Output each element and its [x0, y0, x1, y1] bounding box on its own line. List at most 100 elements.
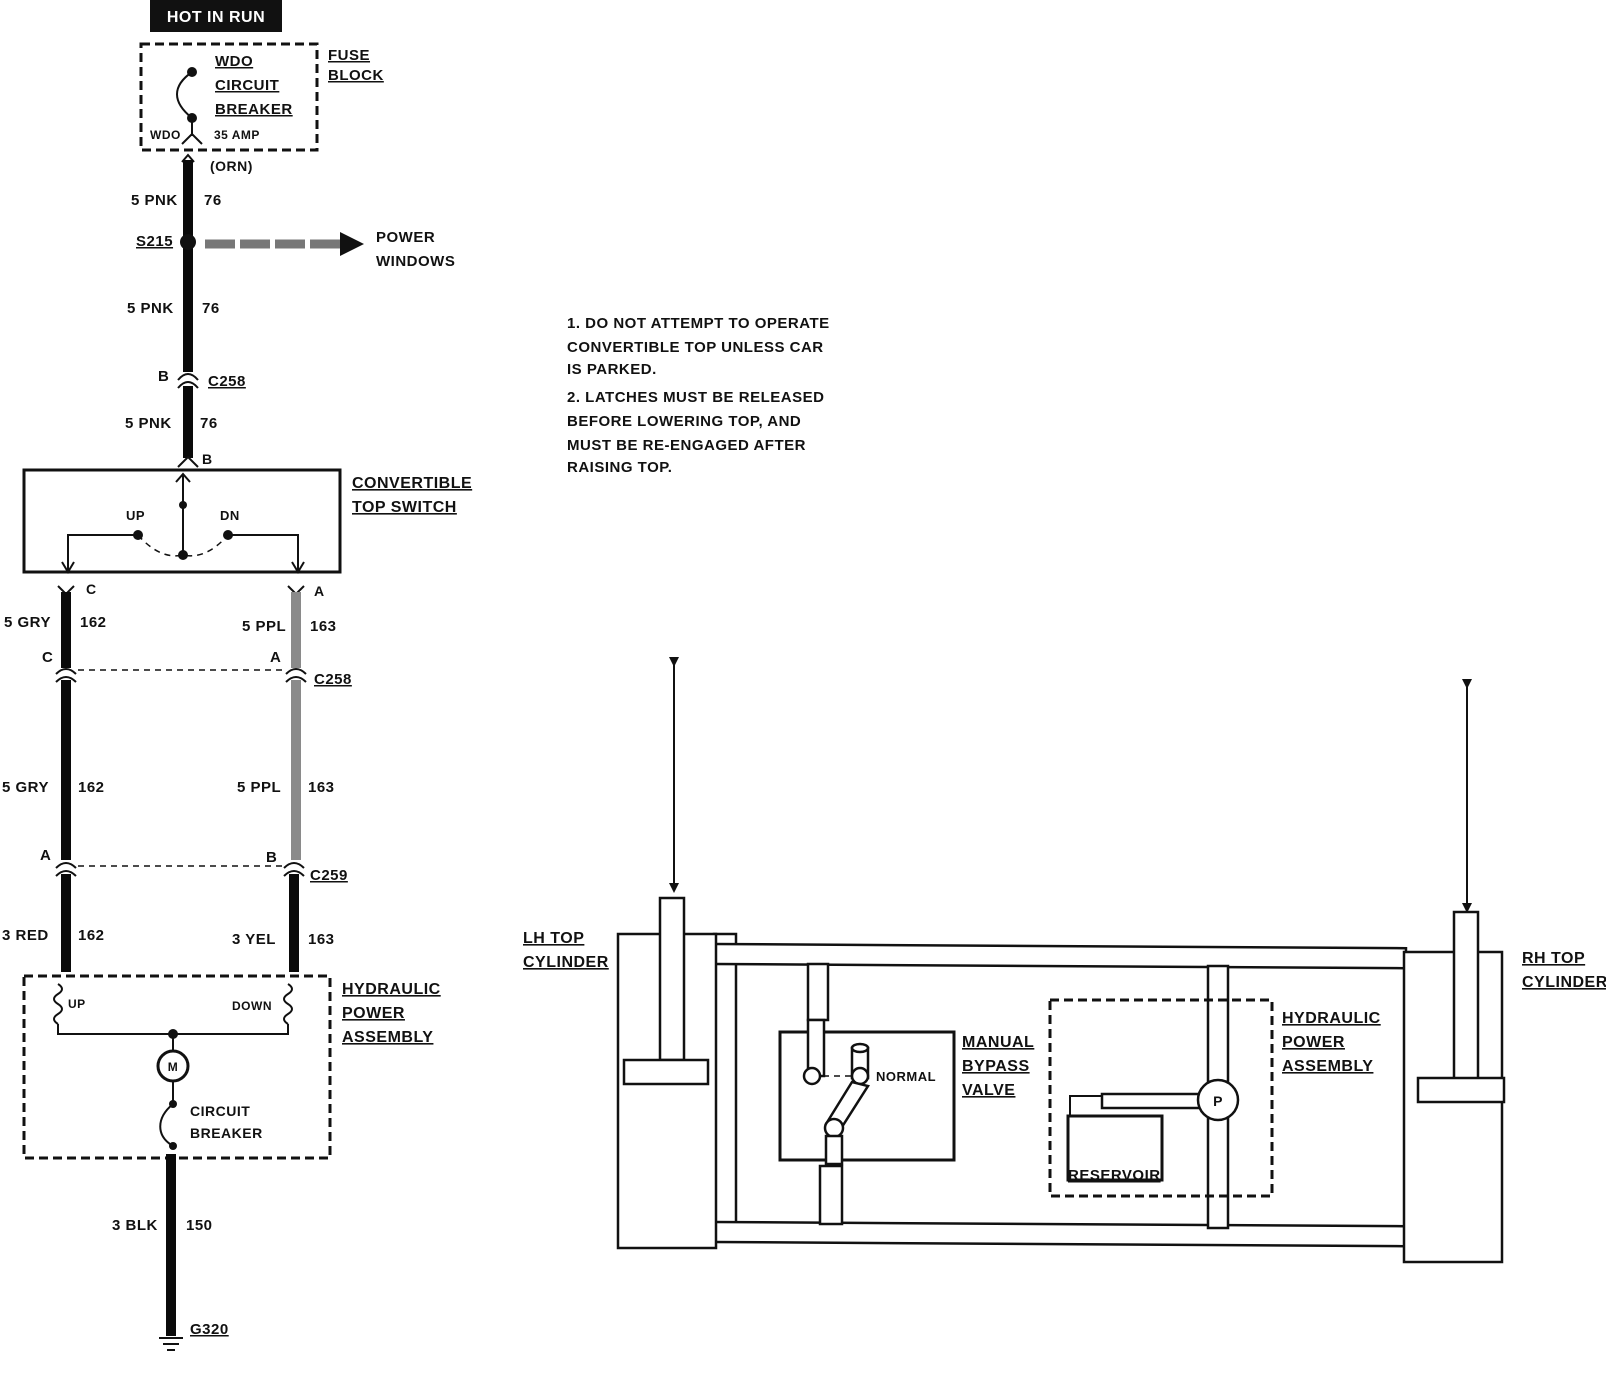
c259-pin-a: A [40, 847, 51, 864]
orn-wire-label: (ORN) [210, 158, 253, 174]
wire-circuit-ppl-1: 163 [310, 618, 337, 635]
rh-cylinder-label-1: RH TOP [1522, 950, 1585, 967]
motor-symbol [156, 1049, 190, 1083]
breaker-label-1: WDO [215, 53, 253, 70]
wire-label-yel: 3 YEL [232, 931, 276, 948]
note-line-3: IS PARKED. [567, 361, 657, 378]
c259-label: C259 [310, 867, 348, 884]
wire-label-gry-1: 5 GRY [4, 614, 51, 631]
motor-breaker-label-2: BREAKER [190, 1125, 263, 1141]
lh-cylinder-label-2: CYLINDER [523, 954, 609, 971]
fuse-block-label-2: BLOCK [328, 67, 384, 84]
note-line-7: RAISING TOP. [567, 459, 672, 476]
c259-pin-b: B [266, 849, 277, 866]
switch-outline [22, 468, 342, 574]
c258-mid-label: C258 [314, 671, 352, 688]
lh-piston [622, 1058, 710, 1086]
breaker-label-3: BREAKER [215, 101, 293, 118]
reservoir-label: RESERVOIR [1068, 1167, 1161, 1184]
power-windows-arrow [340, 232, 364, 256]
up-solenoid-coil [53, 983, 63, 1025]
switch-dn-label: DN [220, 508, 240, 523]
note-line-1: 1. DO NOT ATTEMPT TO OPERATE [567, 315, 830, 332]
power-windows-label-2: WINDOWS [376, 253, 455, 270]
wire-circuit-pnk-1: 76 [204, 192, 222, 209]
switch-label-1: CONVERTIBLE [352, 475, 472, 492]
hydraulic-lines [712, 932, 1408, 1248]
fuse-terminal-label: WDO [150, 128, 181, 142]
bypass-label-1: MANUAL [962, 1034, 1034, 1051]
pump-symbol [1196, 1078, 1240, 1122]
circuit-breaker-symbol [176, 71, 193, 119]
lh-piston-rod [658, 896, 686, 1062]
wire-circuit-red: 162 [78, 927, 105, 944]
motor-assembly-outline [22, 974, 332, 1160]
wire-label-ppl-1: 5 PPL [242, 618, 286, 635]
motor-assembly-label-2: POWER [342, 1005, 405, 1022]
fuse-block-label-1: FUSE [328, 47, 370, 64]
power-windows-label-1: POWER [376, 229, 435, 246]
motor-circuit-breaker [159, 1103, 174, 1147]
motor-down-label: DOWN [232, 999, 272, 1013]
wire-label-ppl-2: 5 PPL [237, 779, 281, 796]
note-line-6: MUST BE RE-ENGAGED AFTER [567, 437, 806, 454]
switch-label-2: TOP SWITCH [352, 499, 457, 516]
motor-assembly-label-3: ASSEMBLY [342, 1029, 433, 1046]
wire-label-pnk-1: 5 PNK [131, 192, 178, 209]
wire-circuit-gry-2: 162 [78, 779, 105, 796]
wire-label-blk: 3 BLK [112, 1217, 158, 1234]
operating-notes: 1. DO NOT ATTEMPT TO OPERATE CONVERTIBLE… [567, 315, 830, 476]
switch-pin-a: A [314, 583, 325, 599]
pump-assembly-label-1: HYDRAULIC [1282, 1010, 1381, 1027]
motor-breaker-label-1: CIRCUIT [190, 1103, 250, 1119]
bypass-normal-label: NORMAL [876, 1069, 936, 1084]
down-solenoid-coil [283, 983, 293, 1025]
motor-assembly-label-1: HYDRAULIC [342, 981, 441, 998]
wire-label-red: 3 RED [2, 927, 49, 944]
switch-up-label: UP [126, 508, 145, 523]
motor-label: M [168, 1060, 179, 1074]
wire-circuit-gry-1: 162 [80, 614, 107, 631]
note-line-2: CONVERTIBLE TOP UNLESS CAR [567, 339, 824, 356]
fuse-block: WDO CIRCUIT BREAKER WDO 35 AMP FUSE BLOC… [139, 42, 384, 152]
breaker-label-2: CIRCUIT [215, 77, 279, 94]
reservoir-box [1066, 1114, 1164, 1182]
hydraulic-power-assembly-electrical: M UP DOWN CIRCUIT BREAKER [22, 974, 332, 1160]
c258-top-label: C258 [208, 373, 246, 390]
pump-assembly-label-2: POWER [1282, 1034, 1345, 1051]
fuse-terminal-symbol [181, 132, 203, 145]
wire-label-pnk-3: 5 PNK [125, 415, 172, 432]
ground-label: G320 [190, 1321, 229, 1338]
bypass-label-3: VALVE [962, 1082, 1015, 1099]
wire-label-pnk-2: 5 PNK [127, 300, 174, 317]
breaker-rating: 35 AMP [214, 128, 260, 142]
rh-piston [1416, 1076, 1506, 1104]
convertible-top-switch: UP DN [22, 468, 342, 574]
note-line-5: BEFORE LOWERING TOP, AND [567, 413, 801, 430]
wire-circuit-ppl-2: 163 [308, 779, 335, 796]
ground-symbol [159, 1337, 183, 1351]
hydraulic-power-assembly: P RESERVOIR [1048, 998, 1274, 1198]
splice-s215-dot [180, 234, 196, 250]
pump-assembly-label-3: ASSEMBLY [1282, 1058, 1373, 1075]
bypass-label-2: BYPASS [962, 1058, 1030, 1075]
hot-in-run-label: HOT IN RUN [167, 9, 265, 26]
rh-cylinder-label-2: CYLINDER [1522, 974, 1606, 991]
splice-s215-label: S215 [136, 233, 173, 250]
c258-top-pin: B [158, 368, 169, 385]
lh-top-cylinder [616, 896, 718, 1250]
wire-circuit-yel: 163 [308, 931, 335, 948]
lh-cylinder-label-1: LH TOP [523, 930, 584, 947]
motor-up-label: UP [68, 997, 86, 1011]
c258-mid-pin-a: A [270, 649, 281, 666]
wire-label-gry-2: 5 GRY [2, 779, 49, 796]
wire-circuit-blk: 150 [186, 1217, 213, 1234]
fuse-block-outline [139, 42, 319, 152]
switch-pin-c: C [86, 581, 97, 597]
wire-circuit-pnk-3: 76 [200, 415, 218, 432]
note-line-4: 2. LATCHES MUST BE RELEASED [567, 389, 824, 406]
c258-mid-pin-c: C [42, 649, 53, 666]
hot-in-run-badge: HOT IN RUN [150, 0, 282, 32]
